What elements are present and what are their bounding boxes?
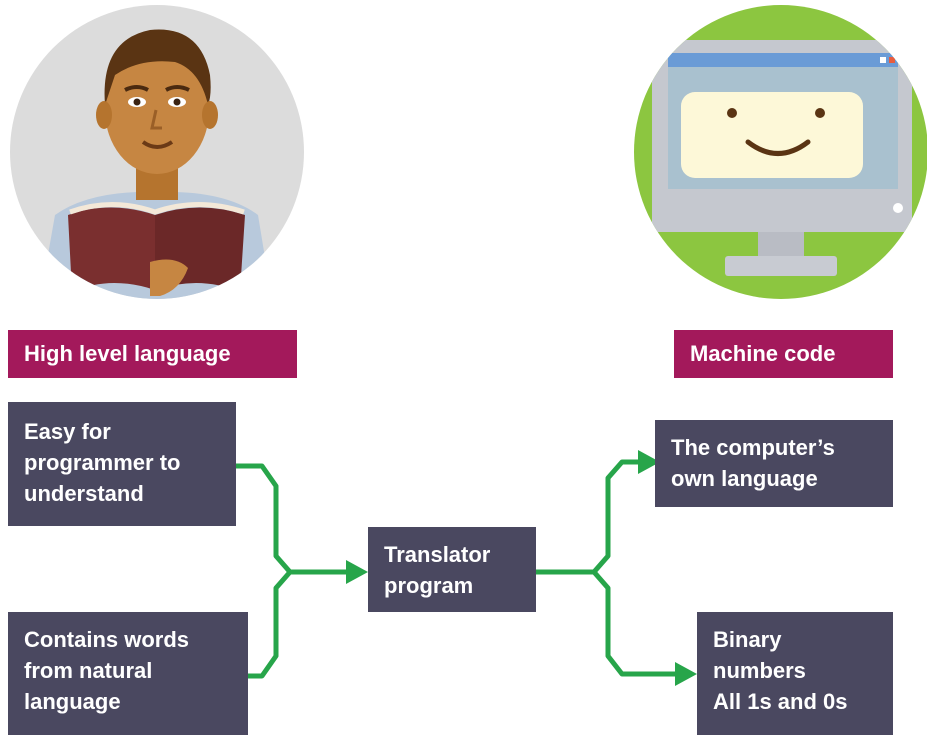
computer-own-language-box: The computer’s own language — [655, 420, 893, 507]
box-line: The computer’s — [671, 435, 835, 460]
arrow-from-contains — [236, 570, 292, 679]
arrowheads — [346, 450, 697, 686]
arrowhead-translator — [346, 560, 368, 584]
box-line: All 1s and 0s — [713, 689, 848, 714]
contains-words-box: Contains words from natural language — [8, 612, 248, 735]
translator-program-box: Translator program — [368, 527, 536, 612]
box-line: language — [24, 689, 121, 714]
box-line: programmer to — [24, 450, 181, 475]
arrowhead-computer — [638, 450, 660, 474]
arrow-branch-up — [592, 459, 640, 574]
box-line: Translator — [384, 542, 491, 567]
flow-arrows — [236, 459, 680, 679]
box-line: own language — [671, 466, 818, 491]
smiling-computer-monitor-icon — [634, 5, 927, 299]
high-level-language-label: High level language — [8, 330, 297, 378]
binary-numbers-box: Binary numbers All 1s and 0s — [697, 612, 893, 735]
box-line: program — [384, 573, 474, 598]
box-line: from natural — [24, 658, 153, 683]
machine-code-label: Machine code — [674, 330, 893, 378]
box-line: numbers — [713, 658, 806, 683]
box-line: Easy for — [24, 419, 111, 444]
arrowhead-binary — [675, 662, 697, 686]
easy-for-programmer-box: Easy for programmer to understand — [8, 402, 236, 526]
arrow-branch-down — [592, 570, 680, 677]
person-reading-book-icon — [10, 5, 304, 299]
arrow-from-easy — [236, 463, 292, 574]
box-line: Contains words — [24, 627, 190, 652]
box-line: understand — [24, 481, 144, 506]
box-line: Binary — [713, 627, 782, 652]
